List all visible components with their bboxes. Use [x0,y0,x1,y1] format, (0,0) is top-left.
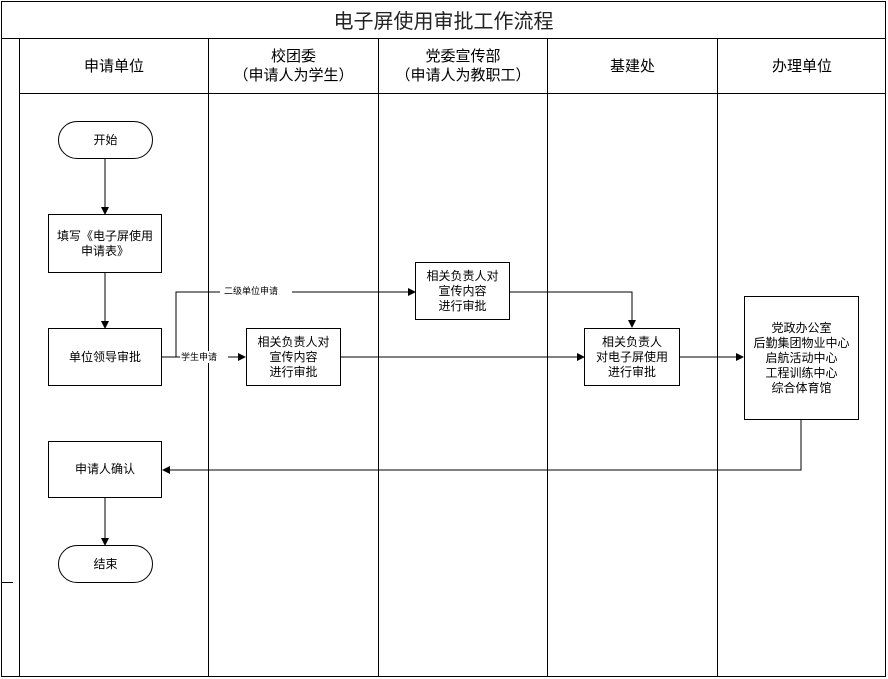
lane-handling-unit: 办理单位 [718,39,886,677]
start-node: 开始 [58,121,153,159]
handling-units-node: 党政办公室 后勤集团物业中心 启航活动中心 工程训练中心 综合体育馆 [744,296,859,420]
applicant-confirm-node: 申请人确认 [48,441,162,498]
propaganda-review-node: 相关负责人对 宣传内容 进行审批 [415,262,510,320]
node-text: 宣传内容 [438,283,487,298]
lane-propaganda-dept: 党委宣传部 （申请人为教职工） [379,39,548,677]
edge-label-secondary-unit: 二级单位申请 [224,285,278,297]
node-text: 申请表》 [80,243,129,258]
lane-header-line: 申请单位 [83,56,144,75]
node-text: 工程训练中心 [765,365,838,380]
lane-header-youth-league: 校团委 （申请人为学生） [209,39,378,94]
node-text: 后勤集团物业中心 [753,335,850,350]
node-text: 进行审批 [269,364,318,379]
node-text: 进行审批 [607,364,656,379]
node-text: 综合体育馆 [771,380,832,395]
node-text: 开始 [93,132,118,147]
edge-label-student: 学生申请 [181,351,217,363]
end-node: 结束 [58,545,153,583]
diagram-title: 电子屏使用审批工作流程 [1,1,886,39]
node-text: 启航活动中心 [765,350,838,365]
edge-label-bg [180,351,228,363]
lane-header-line: 办理单位 [771,56,832,75]
lane-infrastructure: 基建处 [548,39,718,677]
node-text: 对电子屏使用 [595,349,668,364]
edge-label-bg [220,285,292,297]
unit-review-node: 单位领导审批 [48,328,162,386]
lane-header-line: （申请人为学生） [233,66,354,84]
lane-header-line: 基建处 [609,56,655,75]
node-text: 进行审批 [438,298,487,313]
edge-propaganda-to-infra [510,291,636,328]
node-text: 相关负责人对 [257,334,330,349]
node-text: 宣传内容 [269,349,318,364]
node-text: 结束 [93,556,118,571]
node-text: 相关负责人对 [426,268,499,283]
lane-youth-league: 校团委 （申请人为学生） [209,39,379,677]
lane-header-handling-unit: 办理单位 [718,39,886,94]
league-review-node: 相关负责人对 宣传内容 进行审批 [246,328,341,386]
node-text: 填写《电子屏使用 [56,228,153,243]
lane-header-infrastructure: 基建处 [548,39,717,94]
lane-header-line: （申请人为教职工） [395,66,531,84]
lane-header-applicant-unit: 申请单位 [20,39,208,94]
lane-header-propaganda-dept: 党委宣传部 （申请人为教职工） [379,39,547,94]
margin-tick [1,582,13,583]
fill-form-node: 填写《电子屏使用 申请表》 [48,214,162,273]
edge-review-to-propaganda [175,288,416,357]
node-text: 相关负责人 [601,334,662,349]
edge-handling-to-confirm [162,420,802,474]
node-text: 申请人确认 [74,462,135,476]
left-margin-strip [1,39,20,677]
lane-header-line: 校团委 [270,47,316,65]
node-text: 党政办公室 [771,320,832,335]
node-text: 单位领导审批 [68,349,141,364]
infra-review-node: 相关负责人 对电子屏使用 进行审批 [584,328,680,386]
lane-header-line: 党委宣传部 [425,47,501,65]
